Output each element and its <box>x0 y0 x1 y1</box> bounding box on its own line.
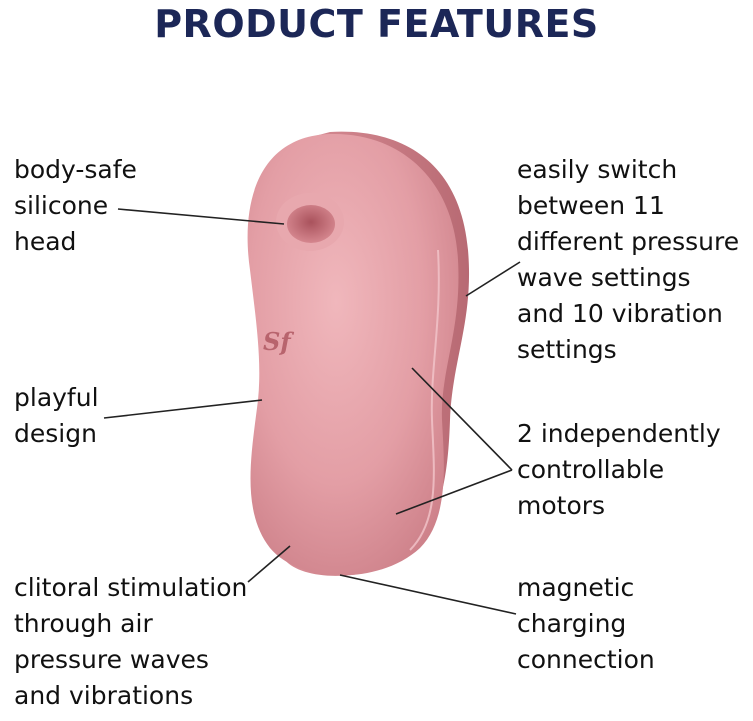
feature-line: controllable <box>517 455 665 484</box>
feature-line: different pressure <box>517 227 740 256</box>
callout-line-silicone <box>117 208 285 225</box>
feature-line: and vibrations <box>14 681 194 710</box>
feature-line: settings <box>517 335 617 364</box>
product-seam <box>409 249 440 551</box>
feature-line: playful <box>14 383 99 412</box>
feature-silicone-head: body-safe silicone head <box>14 152 137 260</box>
feature-line: charging <box>517 609 627 638</box>
feature-air-pressure: clitoral stimulation through air pressur… <box>14 570 247 714</box>
feature-line: clitoral stimulation <box>14 573 248 602</box>
feature-line: head <box>14 227 77 256</box>
callout-line-motors-upper <box>411 367 513 471</box>
feature-line: 2 independently <box>517 419 721 448</box>
feature-line: body-safe <box>14 155 137 184</box>
feature-line: wave settings <box>517 263 691 292</box>
callout-lines <box>103 208 521 615</box>
suction-head-hole <box>287 205 335 243</box>
feature-line: between 11 <box>517 191 665 220</box>
feature-line: through air <box>14 609 153 638</box>
feature-line: magnetic <box>517 573 635 602</box>
feature-line: motors <box>517 491 606 520</box>
feature-magnetic-charging: magnetic charging connection <box>517 570 655 678</box>
brand-logo-icon: Sf <box>263 327 294 356</box>
callout-line-charge <box>339 574 517 615</box>
feature-line: silicone <box>14 191 109 220</box>
feature-playful-design: playful design <box>14 380 99 452</box>
feature-line: easily switch <box>517 155 678 184</box>
callout-line-clitoral <box>247 545 291 583</box>
callout-line-motors-lower <box>395 469 513 515</box>
page-title: PRODUCT FEATURES <box>154 2 599 46</box>
feature-settings: easily switch between 11 different press… <box>517 152 739 368</box>
feature-line: pressure waves <box>14 645 209 674</box>
feature-line: and 10 vibration <box>517 299 723 328</box>
callout-line-switch <box>465 261 521 297</box>
feature-motors: 2 independently controllable motors <box>517 416 721 524</box>
feature-line: connection <box>517 645 655 674</box>
callout-line-playful <box>103 399 263 419</box>
feature-line: design <box>14 419 97 448</box>
